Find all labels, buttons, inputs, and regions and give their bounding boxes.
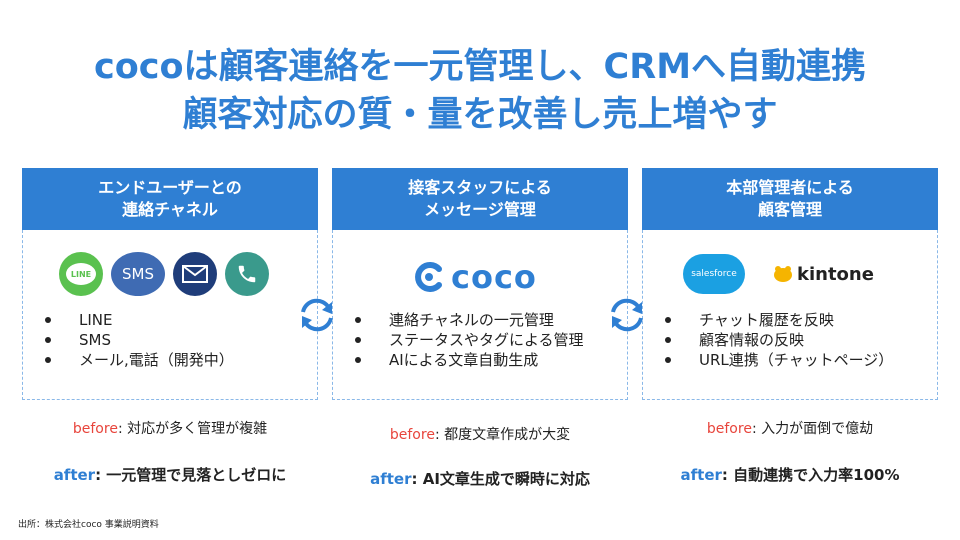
after-value: : AI文章生成で瞬時に対応	[411, 470, 590, 488]
line-icon: LINE	[59, 252, 103, 296]
crm-logos: salesforce kintone	[683, 254, 874, 294]
after-label: after	[370, 470, 412, 488]
list-item-text: SMS	[79, 331, 111, 349]
list-item-text: URL連携（チャットページ）	[699, 351, 894, 369]
column-header-line: エンドユーザーとの	[98, 178, 242, 197]
column-header-line: 接客スタッフによる	[408, 178, 552, 197]
coco-logo: coco	[413, 258, 537, 296]
column-header: 本部管理者による 顧客管理	[642, 168, 938, 230]
headline-line-1: cocoは顧客連絡を一元管理し、CRMへ自動連携	[93, 47, 867, 87]
sync-arrows-icon	[301, 298, 333, 332]
list-item: メール,電話（開発中）	[45, 350, 234, 370]
column-body: coco 連絡チャネルの一元管理 ステータスやタグによる管理 AIによる文章自動…	[332, 230, 628, 400]
sms-icon: SMS	[111, 252, 165, 296]
bullet-list: 連絡チャネルの一元管理 ステータスやタグによる管理 AIによる文章自動生成	[355, 310, 584, 370]
phone-icon	[225, 252, 269, 296]
list-item-text: チャット履歴を反映	[699, 311, 834, 329]
salesforce-logo: salesforce	[683, 254, 745, 294]
list-item: AIによる文章自動生成	[355, 350, 584, 370]
line-icon-label: LINE	[66, 263, 96, 285]
list-item: ステータスやタグによる管理	[355, 330, 584, 350]
after-label: after	[53, 466, 96, 484]
channel-icons: LINE SMS	[59, 252, 269, 296]
list-item-text: 連絡チャネルの一元管理	[389, 311, 554, 329]
list-item-text: AIによる文章自動生成	[389, 351, 539, 369]
after-text: after: 自動連携で入力率100%	[642, 464, 938, 485]
kintone-logo-icon	[774, 266, 792, 282]
list-item-text: LINE	[79, 311, 113, 329]
column-header: 接客スタッフによる メッセージ管理	[332, 168, 628, 230]
column-channels: エンドユーザーとの 連絡チャネル LINE SMS LINE SMS メール,電…	[22, 168, 318, 400]
before-value: : 都度文章作成が大変	[434, 427, 571, 443]
column-header-line: 連絡チャネル	[122, 200, 218, 219]
before-text: before: 対応が多く管理が複雑	[22, 418, 318, 438]
before-text: before: 都度文章作成が大変	[332, 424, 628, 444]
column-body: LINE SMS LINE SMS メール,電話（開発中）	[22, 230, 318, 400]
list-item-text: メール,電話（開発中）	[79, 351, 234, 369]
after-value: : 一元管理で見落としゼロに	[95, 466, 287, 484]
headline-line-2: 顧客対応の質・量を改善し売上増やす	[182, 95, 778, 135]
list-item: SMS	[45, 330, 234, 350]
bullet-list: チャット履歴を反映 顧客情報の反映 URL連携（チャットページ）	[665, 310, 893, 370]
after-label: after	[680, 466, 722, 484]
list-item-text: 顧客情報の反映	[699, 331, 805, 349]
before-label: before	[72, 421, 118, 437]
before-label: before	[706, 421, 752, 437]
mail-icon	[173, 252, 217, 296]
before-value: : 対応が多く管理が複雑	[117, 421, 268, 437]
coco-logo-icon	[415, 262, 442, 292]
before-value: : 入力が面倒で億劫	[751, 421, 874, 437]
column-messages: 接客スタッフによる メッセージ管理 coco 連絡チャネルの一元管理 ステータス…	[332, 168, 628, 400]
list-item: チャット履歴を反映	[665, 310, 893, 330]
coco-logo-text: coco	[451, 258, 537, 296]
column-body: salesforce kintone チャット履歴を反映 顧客情報の反映 URL…	[642, 230, 938, 400]
sync-arrows-icon	[611, 298, 643, 332]
column-header: エンドユーザーとの 連絡チャネル	[22, 168, 318, 230]
kintone-logo-text: kintone	[797, 263, 874, 285]
list-item: 顧客情報の反映	[665, 330, 893, 350]
after-text: after: 一元管理で見落としゼロに	[22, 464, 318, 485]
bullet-list: LINE SMS メール,電話（開発中）	[45, 310, 234, 370]
column-crm: 本部管理者による 顧客管理 salesforce kintone チャット履歴を…	[642, 168, 938, 400]
kintone-logo: kintone	[773, 264, 874, 285]
after-value: : 自動連携で入力率100%	[721, 466, 900, 484]
before-text: before: 入力が面倒で億劫	[642, 418, 938, 438]
list-item: URL連携（チャットページ）	[665, 350, 893, 370]
list-item-text: ステータスやタグによる管理	[389, 331, 584, 349]
column-header-line: 顧客管理	[757, 200, 822, 219]
list-item: 連絡チャネルの一元管理	[355, 310, 584, 330]
list-item: LINE	[45, 310, 234, 330]
column-header-line: 本部管理者による	[726, 178, 854, 197]
before-label: before	[389, 427, 435, 443]
after-text: after: AI文章生成で瞬時に対応	[332, 468, 628, 489]
column-header-line: メッセージ管理	[424, 200, 536, 219]
source-note: 出所：株式会社coco 事業説明資料	[18, 520, 159, 530]
